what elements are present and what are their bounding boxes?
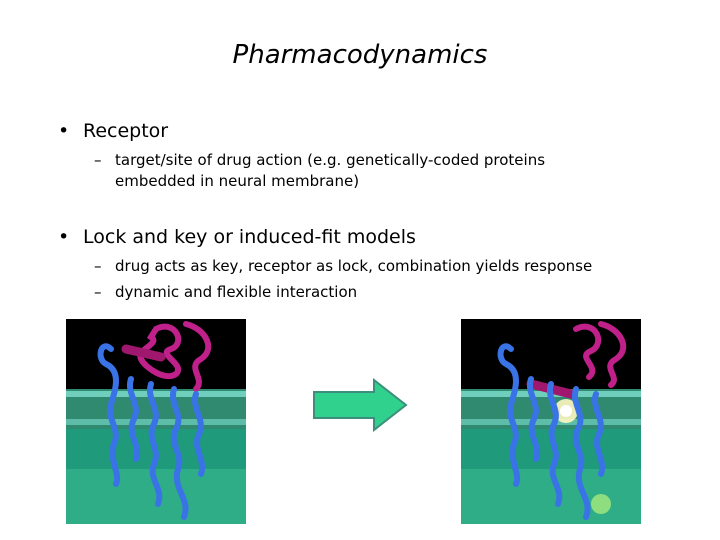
sub-text: drug acts as key, receptor as lock, comb… (115, 257, 593, 275)
receptor-before-binding-image (66, 319, 246, 524)
slide-title: Pharmacodynamics (232, 40, 488, 70)
bullet-dot: • (58, 226, 70, 248)
sub-text-line2: embedded in neural membrane) (115, 172, 360, 190)
bullet-label: Receptor (83, 120, 169, 142)
sub-text-line1: target/site of drug action (e.g. genetic… (115, 151, 546, 169)
receptor-after-binding-image (461, 319, 641, 524)
bullet-label: Lock and key or induced-fit models (83, 226, 416, 248)
bullet-dot: • (58, 120, 70, 142)
sub-dash: – (94, 151, 102, 169)
right-arrow-icon (312, 377, 408, 436)
sub-dash: – (94, 257, 102, 275)
sub-dash: – (94, 283, 102, 301)
sub-text: dynamic and flexible interaction (115, 283, 358, 301)
